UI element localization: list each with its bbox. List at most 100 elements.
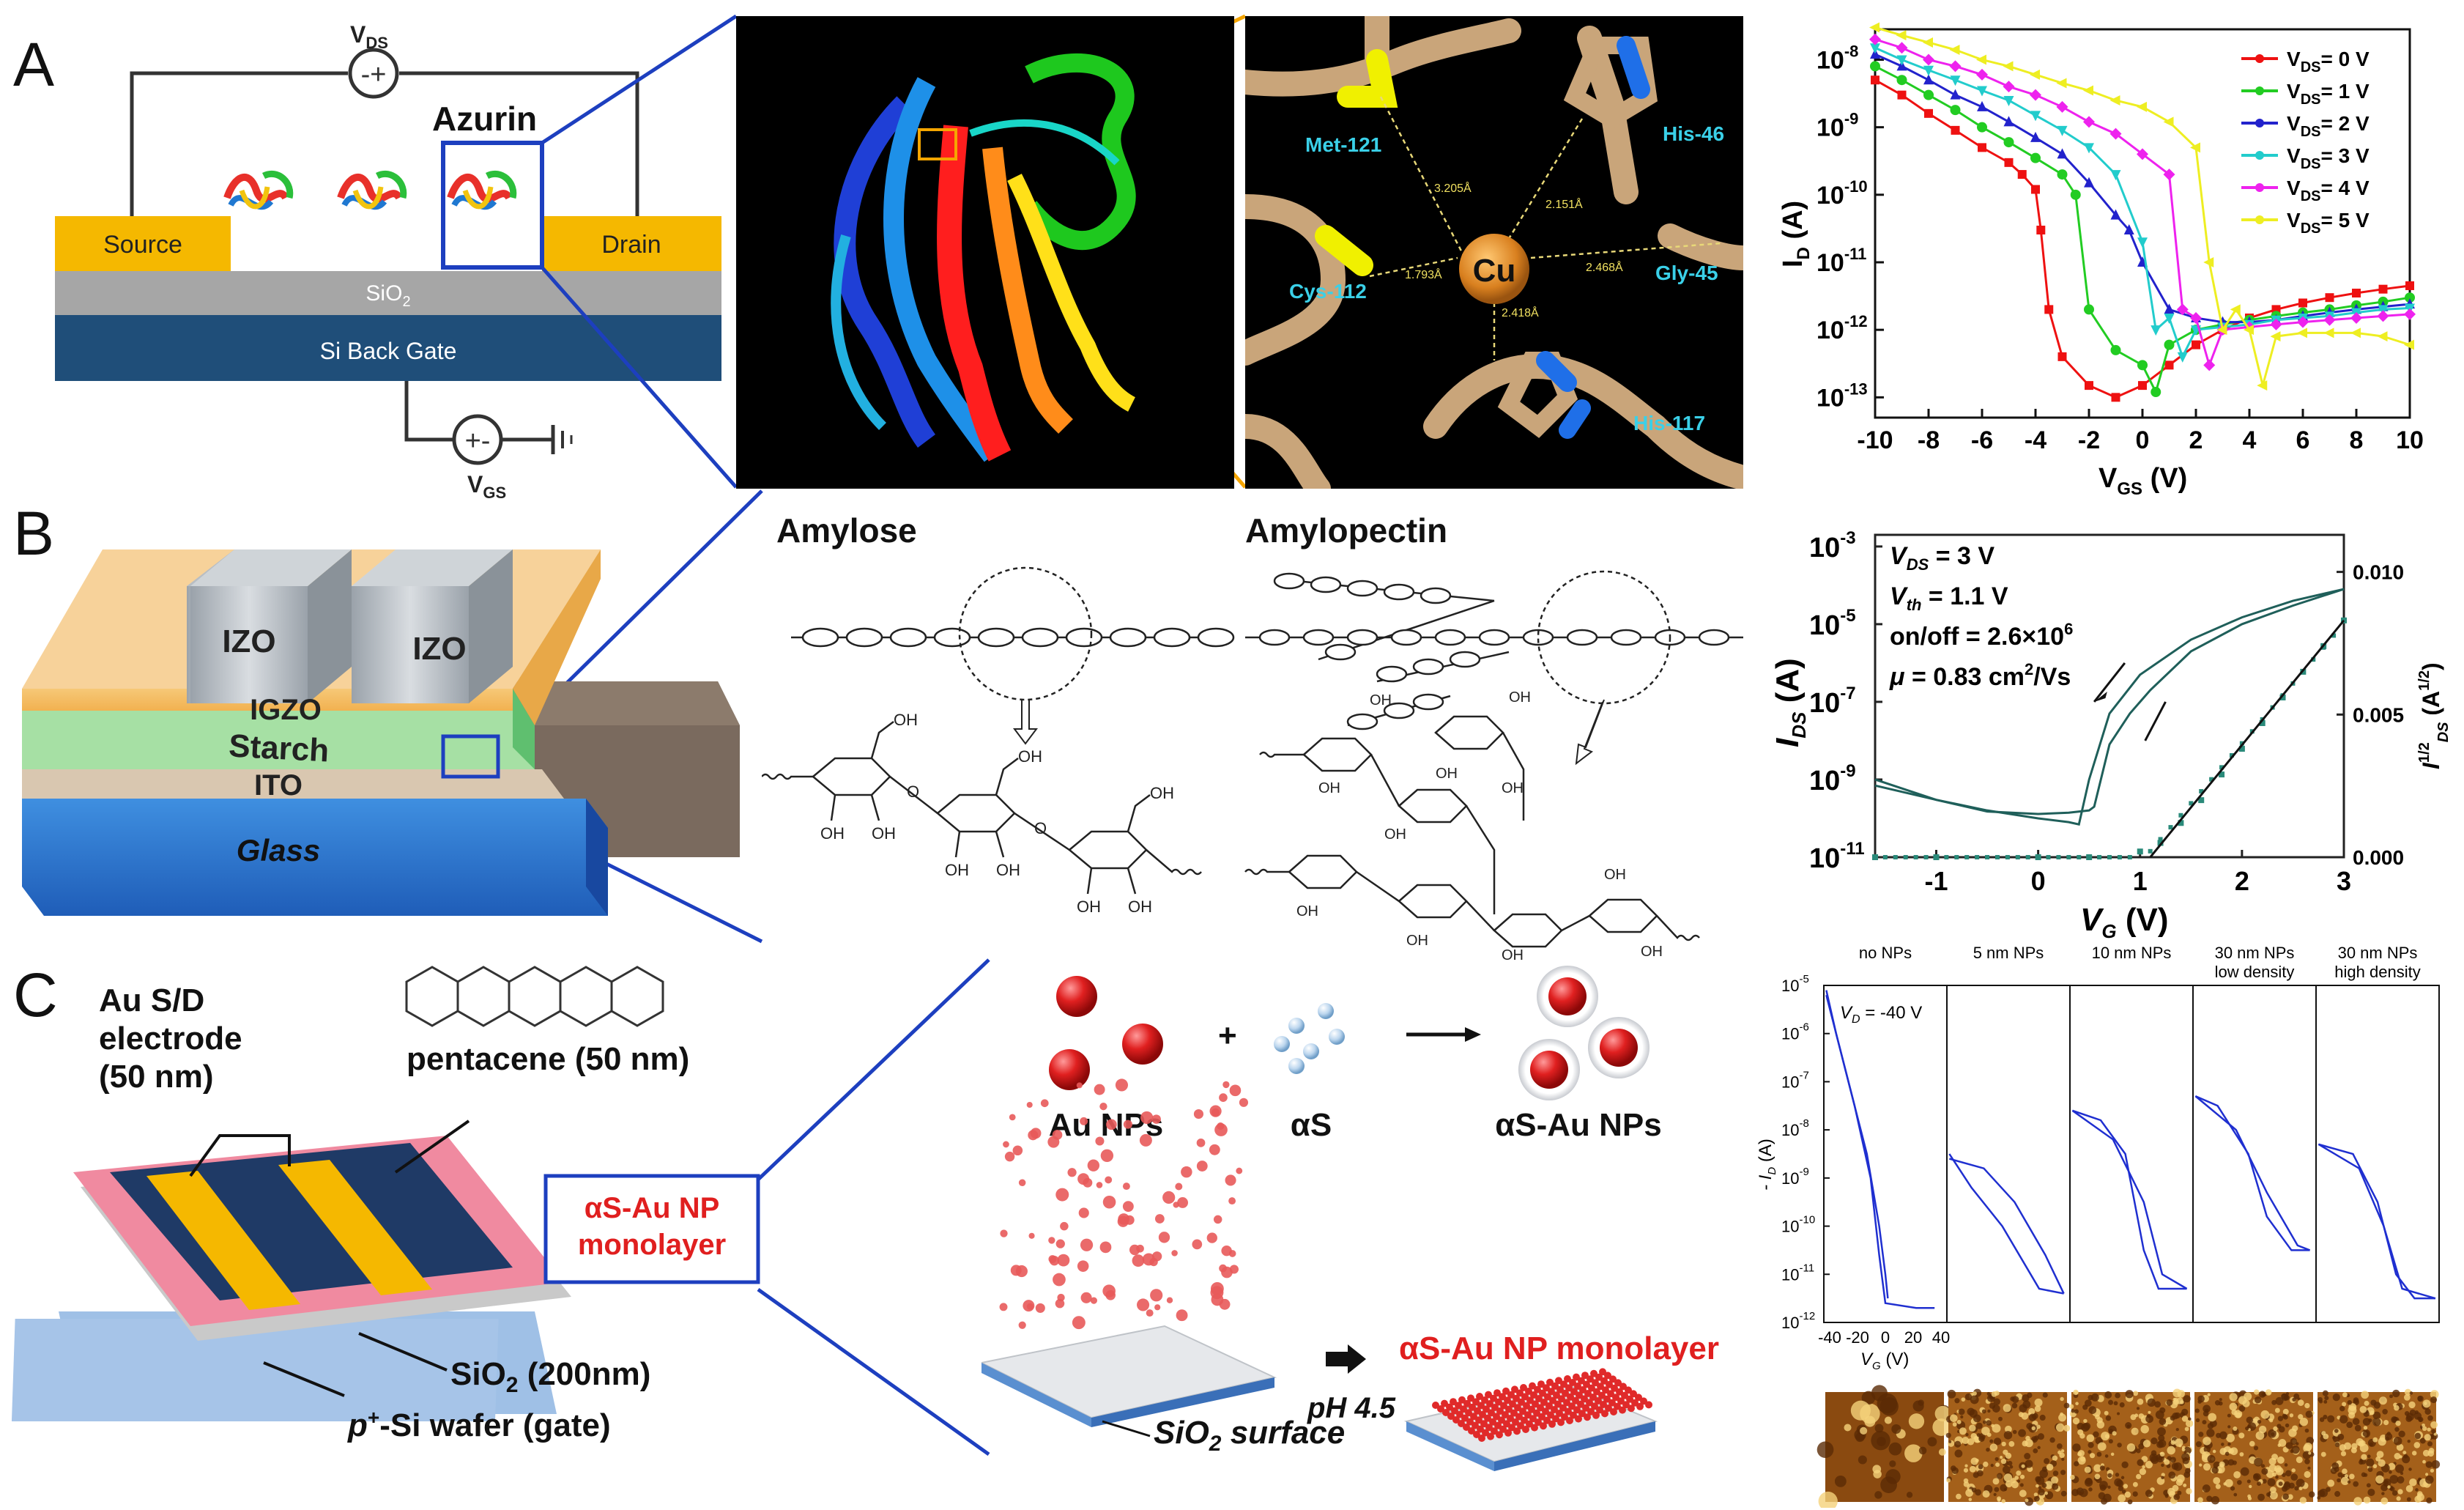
x-tick-label: 0 — [2136, 426, 2150, 454]
afm-grain — [2227, 1459, 2235, 1466]
afm-grain — [1998, 1416, 2003, 1421]
afm-grain — [2132, 1481, 2138, 1487]
dispersed-np — [1162, 1191, 1176, 1204]
dispersed-np — [1048, 1255, 1057, 1264]
amylose-glucose-units — [762, 721, 1202, 895]
afm-grain — [2121, 1461, 2129, 1468]
monolayer-np — [1451, 1407, 1458, 1415]
monolayer-np — [1499, 1425, 1507, 1433]
afm-grain — [2088, 1487, 2093, 1492]
afm-grain — [2215, 1484, 2221, 1489]
data-point — [2057, 169, 2068, 180]
afm-grain — [2120, 1476, 2125, 1479]
svg-text:OH: OH — [945, 861, 969, 879]
x-axis-label: VG (V) — [2080, 902, 2168, 942]
sqrt-point — [2015, 855, 2020, 859]
afm-grain — [2046, 1463, 2054, 1471]
sqrt-point — [2025, 855, 2030, 859]
dispersed-np — [1053, 1273, 1066, 1287]
afm-grain — [1991, 1391, 1997, 1397]
data-point — [2151, 387, 2161, 398]
data-point — [2056, 100, 2068, 113]
monolayer-np — [1491, 1427, 1498, 1435]
afm-grain — [1986, 1420, 1992, 1426]
subplot-title: 30 nm NPs — [2338, 945, 2418, 962]
monolayer-np — [1552, 1415, 1559, 1423]
dispersed-np — [1209, 1144, 1220, 1155]
dispersed-np — [1136, 1244, 1144, 1253]
afm-grain — [2265, 1389, 2272, 1396]
zoom-box-b — [441, 734, 500, 779]
afm-image — [1945, 1388, 2071, 1506]
afm-grain — [2228, 1448, 2234, 1454]
sqrt-point — [1882, 855, 1888, 859]
dispersed-np — [1151, 1251, 1162, 1262]
afm-grain — [2240, 1467, 2249, 1476]
sqrt-point — [1893, 855, 1898, 859]
afm-grain — [2224, 1451, 2230, 1457]
data-point — [2137, 148, 2148, 160]
dispersed-np — [1015, 1265, 1028, 1278]
afm-grain — [2037, 1446, 2041, 1450]
data-point — [1950, 75, 1961, 86]
afm-grain — [2202, 1484, 2211, 1492]
afm-grain — [2402, 1451, 2407, 1455]
afm-grain — [2198, 1432, 2204, 1437]
monolayer-np — [1578, 1377, 1585, 1385]
dispersed-np — [1171, 1250, 1178, 1257]
afm-grain — [2216, 1432, 2222, 1438]
legend-marker — [2255, 119, 2264, 127]
monolayer-np — [1583, 1380, 1590, 1388]
data-point — [2057, 125, 2068, 136]
afm-grain — [2291, 1445, 2300, 1454]
monolayer-np — [1589, 1394, 1597, 1401]
afm-grain — [1970, 1457, 1978, 1465]
y-tick-label: 10-8 — [1781, 1117, 1809, 1139]
afm-grain — [2136, 1448, 2141, 1454]
afm-grain — [2072, 1417, 2080, 1425]
afm-grain — [2324, 1396, 2329, 1401]
monolayer-np — [1502, 1387, 1510, 1395]
dispersed-np — [1018, 1321, 1026, 1329]
afm-grain — [2304, 1458, 2310, 1465]
afm-grain — [2395, 1420, 2401, 1426]
afm-grain — [2393, 1436, 2402, 1446]
afm-grain — [2213, 1477, 2221, 1484]
monolayer-np — [1554, 1400, 1562, 1408]
afm-grain — [2254, 1457, 2263, 1467]
afm-grain — [1965, 1432, 1969, 1437]
data-point — [2164, 360, 2174, 370]
afm-grain — [2320, 1451, 2326, 1457]
monolayer-np — [1543, 1384, 1550, 1392]
monolayer-np — [1485, 1391, 1492, 1399]
monolayer-np — [1598, 1391, 1606, 1399]
distance-4: 2.468Å — [1586, 260, 1623, 274]
monolayer-np — [1547, 1411, 1554, 1419]
sqrt-point — [2036, 855, 2041, 859]
afm-grain — [1986, 1448, 1990, 1452]
afm-grain — [2000, 1458, 2007, 1465]
afm-grain — [2229, 1393, 2238, 1402]
afm-grain — [2052, 1455, 2058, 1462]
copper-active-site: Cu Met-121 His-46 Cys-112 Gly-45 His-117… — [1245, 16, 1743, 489]
afm-grain — [2282, 1414, 2288, 1420]
monolayer-np — [1512, 1418, 1519, 1426]
amylopectin-glucose-units — [1244, 715, 1700, 948]
afm-grain — [1993, 1492, 1997, 1496]
afm-grain — [2115, 1392, 2120, 1399]
afm-grain — [2166, 1399, 2173, 1406]
monolayer-np — [1478, 1435, 1485, 1442]
data-point — [2003, 81, 2015, 93]
afm-grain — [2372, 1464, 2378, 1469]
dispersed-np — [1181, 1166, 1192, 1178]
afm-grain — [2288, 1428, 2297, 1437]
monolayer-np — [1636, 1402, 1644, 1410]
monolayer-np — [1485, 1424, 1493, 1432]
afm-grain — [2305, 1410, 2313, 1418]
data-point — [2192, 340, 2200, 349]
data-point — [1923, 89, 1934, 100]
afm-grain — [2019, 1483, 2024, 1487]
data-point — [2017, 170, 2027, 180]
sqrt-point — [1985, 855, 1990, 859]
afm-grain — [2378, 1459, 2386, 1468]
